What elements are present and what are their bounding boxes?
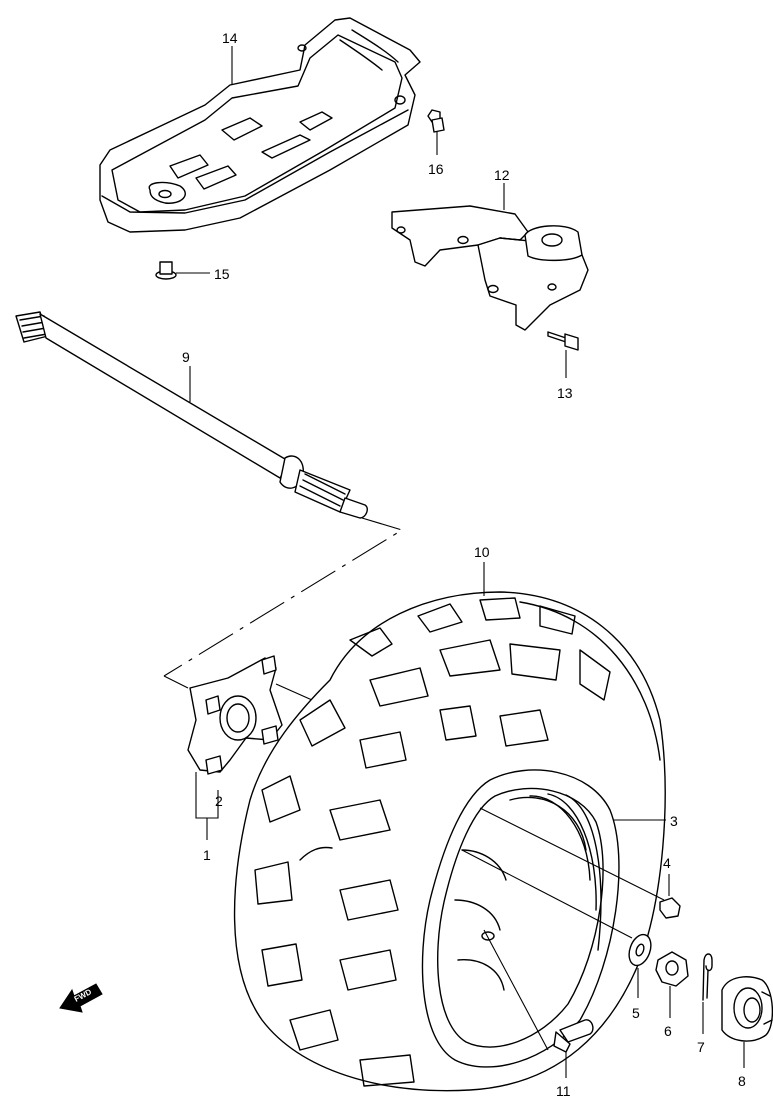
callout-6: 6 xyxy=(664,1023,672,1039)
valve-stem-11 xyxy=(553,1019,594,1053)
callout-15: 15 xyxy=(214,266,230,282)
bracket xyxy=(391,205,589,331)
callout-9: 9 xyxy=(182,349,190,365)
callout-7: 7 xyxy=(697,1039,705,1055)
callout-1: 1 xyxy=(203,847,211,863)
nut-4 xyxy=(659,897,681,919)
callout-8: 8 xyxy=(738,1073,746,1089)
callout-11: 11 xyxy=(556,1083,571,1099)
callout-5: 5 xyxy=(632,1005,640,1021)
rim xyxy=(421,769,620,1068)
castle-nut-6 xyxy=(655,951,689,987)
cotter-pin-7 xyxy=(702,953,713,1001)
axle-shaft xyxy=(15,311,368,519)
hub-cap-8 xyxy=(721,976,773,1042)
washer-5 xyxy=(628,933,652,967)
bolt-16 xyxy=(427,109,445,133)
callout-14: 14 xyxy=(222,30,238,46)
skid-plate xyxy=(99,17,421,233)
callout-13: 13 xyxy=(557,385,573,401)
callout-2: 2 xyxy=(215,793,223,809)
fwd-arrow-icon: FWD xyxy=(59,983,103,1013)
callout-4: 4 xyxy=(663,855,671,871)
callout-16: 16 xyxy=(428,161,444,177)
wheel-hub xyxy=(187,655,283,775)
callout-10: 10 xyxy=(474,544,490,560)
bolt-13 xyxy=(547,331,579,351)
callout-12: 12 xyxy=(494,167,510,183)
bolt-15 xyxy=(155,261,177,280)
callout-3: 3 xyxy=(670,813,678,829)
